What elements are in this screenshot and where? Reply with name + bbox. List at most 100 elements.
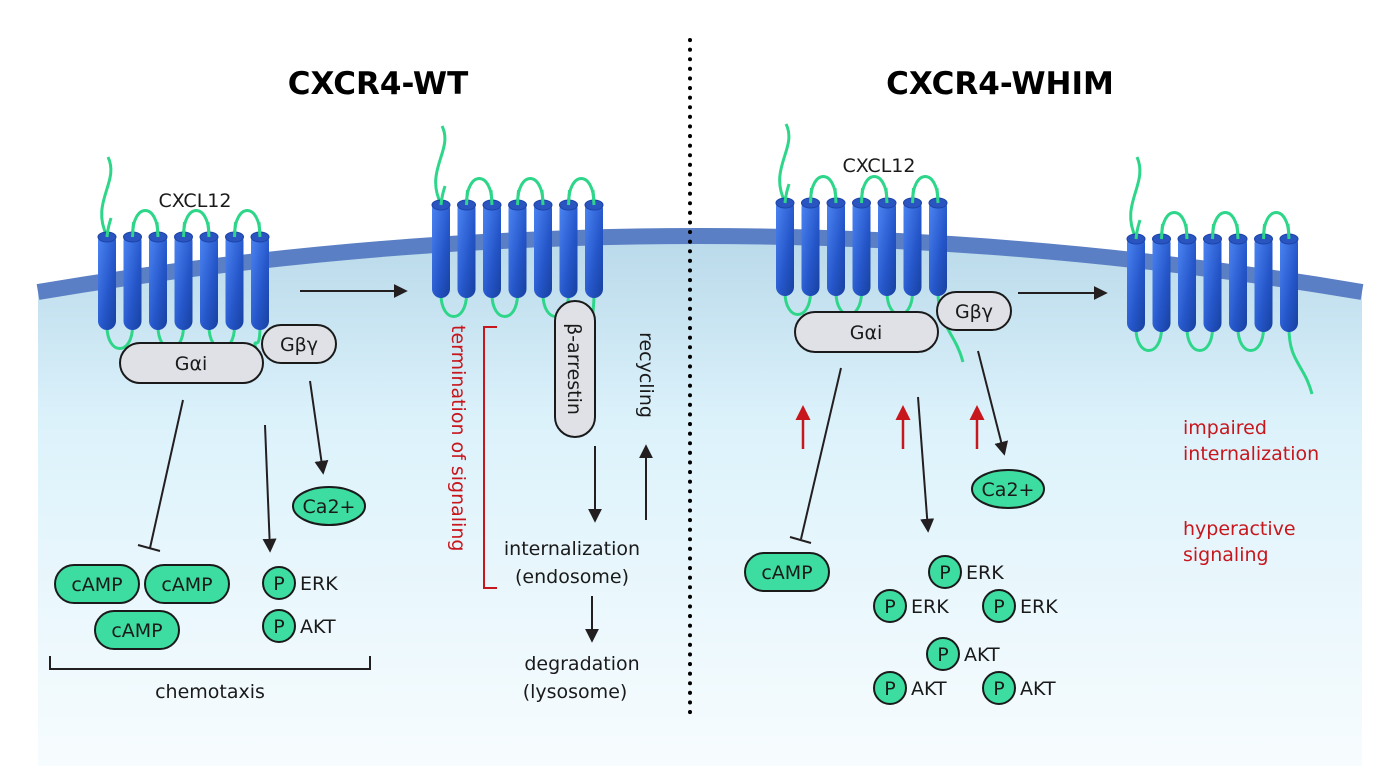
loop-anchor [233,221,262,238]
g-alpha-i-whim-label: Gαi [850,322,883,344]
loop-anchor [465,189,494,206]
intracellular-loop [783,291,812,316]
transmembrane-helix [432,200,450,298]
svg-text:Ca2+: Ca2+ [982,479,1035,501]
loop-anchor [783,183,791,204]
termination-bracket [483,326,497,589]
phospho-erk: P ERK [262,566,338,600]
hyperactive-label: hyperactive [1183,518,1296,540]
phosphate-label: P [937,644,948,666]
g-beta-gamma-whim-label: Gβγ [955,301,993,323]
transmembrane-helix [878,198,896,296]
transmembrane-helix [903,198,922,296]
phospho-erk-label: ERK [300,573,338,595]
inhibit-bar-wt [137,544,161,552]
transmembrane-helix [776,198,794,296]
g-alpha-i-wt[interactable] [119,342,264,384]
title-wt: CXCR4-WT [288,66,469,102]
transmembrane-helix [457,200,476,298]
beta-arrestin-label: β-arrestin [563,323,585,415]
loop-anchor [1134,219,1142,240]
inhibit-line-wt [149,399,184,549]
n-terminal-tail [100,156,113,237]
camp-molecule-whim: cAMP [744,552,830,592]
transmembrane-helix [251,232,269,330]
phosphate-label: P [993,678,1004,700]
phospho-akt-label: AKT [911,678,947,700]
phosphate-icon [262,566,296,600]
phospho-akt-label: AKT [300,616,336,638]
title-whim: CXCR4-WHIM [886,66,1114,102]
impaired-label-2: internalization [1183,443,1319,465]
loop-anchor [131,221,160,238]
n-terminal-tail [434,125,447,205]
chemotaxis-label: chemotaxis [155,681,265,703]
inhibit-bar-whim [789,536,812,544]
loop-anchor [860,187,889,204]
phosphate-icon [262,609,296,643]
receptor-whim-surface[interactable] [1126,156,1314,395]
intracellular-loop [439,293,468,318]
transmembrane-helix [1178,234,1196,332]
phosphate-label: P [939,562,950,584]
impaired-label: impaired [1183,417,1267,439]
phosphate-label: P [884,678,895,700]
phosphate-icon [873,589,907,623]
g-beta-gamma-whim[interactable] [936,291,1012,331]
camp-molecule: cAMP [144,564,230,604]
transmembrane-helix [1254,234,1273,332]
phospho-akt: P AKT [982,671,1056,705]
transmembrane-helix [1152,234,1171,332]
loop-anchor [439,185,447,206]
calcium-ion-wt: Ca2+ [292,486,366,526]
arrow-ca-whim [977,350,1009,456]
n-terminal-tail [1129,156,1142,239]
phospho-erk-label: ERK [911,596,949,618]
g-beta-gamma-wt-label: Gβγ [280,334,318,356]
phosphate-icon [982,671,1016,705]
loop-anchor [516,189,545,206]
transmembrane-helix [200,232,218,330]
phospho-akt-label: AKT [964,644,1000,666]
ligand-label-wt: CXCL12 [159,190,232,212]
phosphate-icon [873,671,907,705]
phosphate-icon [982,589,1016,623]
receptor-wt-internalizing[interactable] [431,125,604,363]
beta-arrestin[interactable] [554,300,596,438]
phosphate-label: P [884,596,895,618]
intracellular-loop [1236,327,1265,352]
transmembrane-helix [1229,234,1247,332]
g-beta-gamma-wt[interactable] [261,324,337,364]
transmembrane-helix [559,200,578,298]
transmembrane-helix [483,200,501,298]
c-terminal-tail [1287,327,1314,395]
receptor-wt-active[interactable] [97,156,270,358]
g-alpha-i-wt-label: Gαi [175,353,208,375]
g-alpha-i-whim[interactable] [794,311,939,353]
loop-anchor [567,189,596,206]
phospho-erk: P ERK [873,589,949,623]
svg-text:cAMP: cAMP [761,562,812,584]
loop-anchor [182,221,211,238]
phosphate-icon [928,555,962,589]
phosphate-label: P [273,573,284,595]
transmembrane-helix [225,232,244,330]
calcium-ion-whim: Ca2+ [971,469,1045,509]
phospho-akt-label: AKT [1020,678,1056,700]
svg-text:Ca2+: Ca2+ [303,496,356,518]
termination-label: termination of signaling [447,325,469,551]
svg-text:cAMP: cAMP [111,620,162,642]
transmembrane-helix [801,198,820,296]
intracellular-loop [105,325,134,350]
hyperactive-label-2: signaling [1183,544,1269,566]
receptor-whim-active[interactable] [775,123,965,363]
transmembrane-helix [98,232,116,330]
arrow-erk-whim [917,396,935,533]
transmembrane-helix [174,232,193,330]
camp-molecule: cAMP [94,610,180,650]
loop-anchor [911,187,940,204]
transmembrane-helix [1127,234,1145,332]
recycling-label: recycling [635,332,657,418]
